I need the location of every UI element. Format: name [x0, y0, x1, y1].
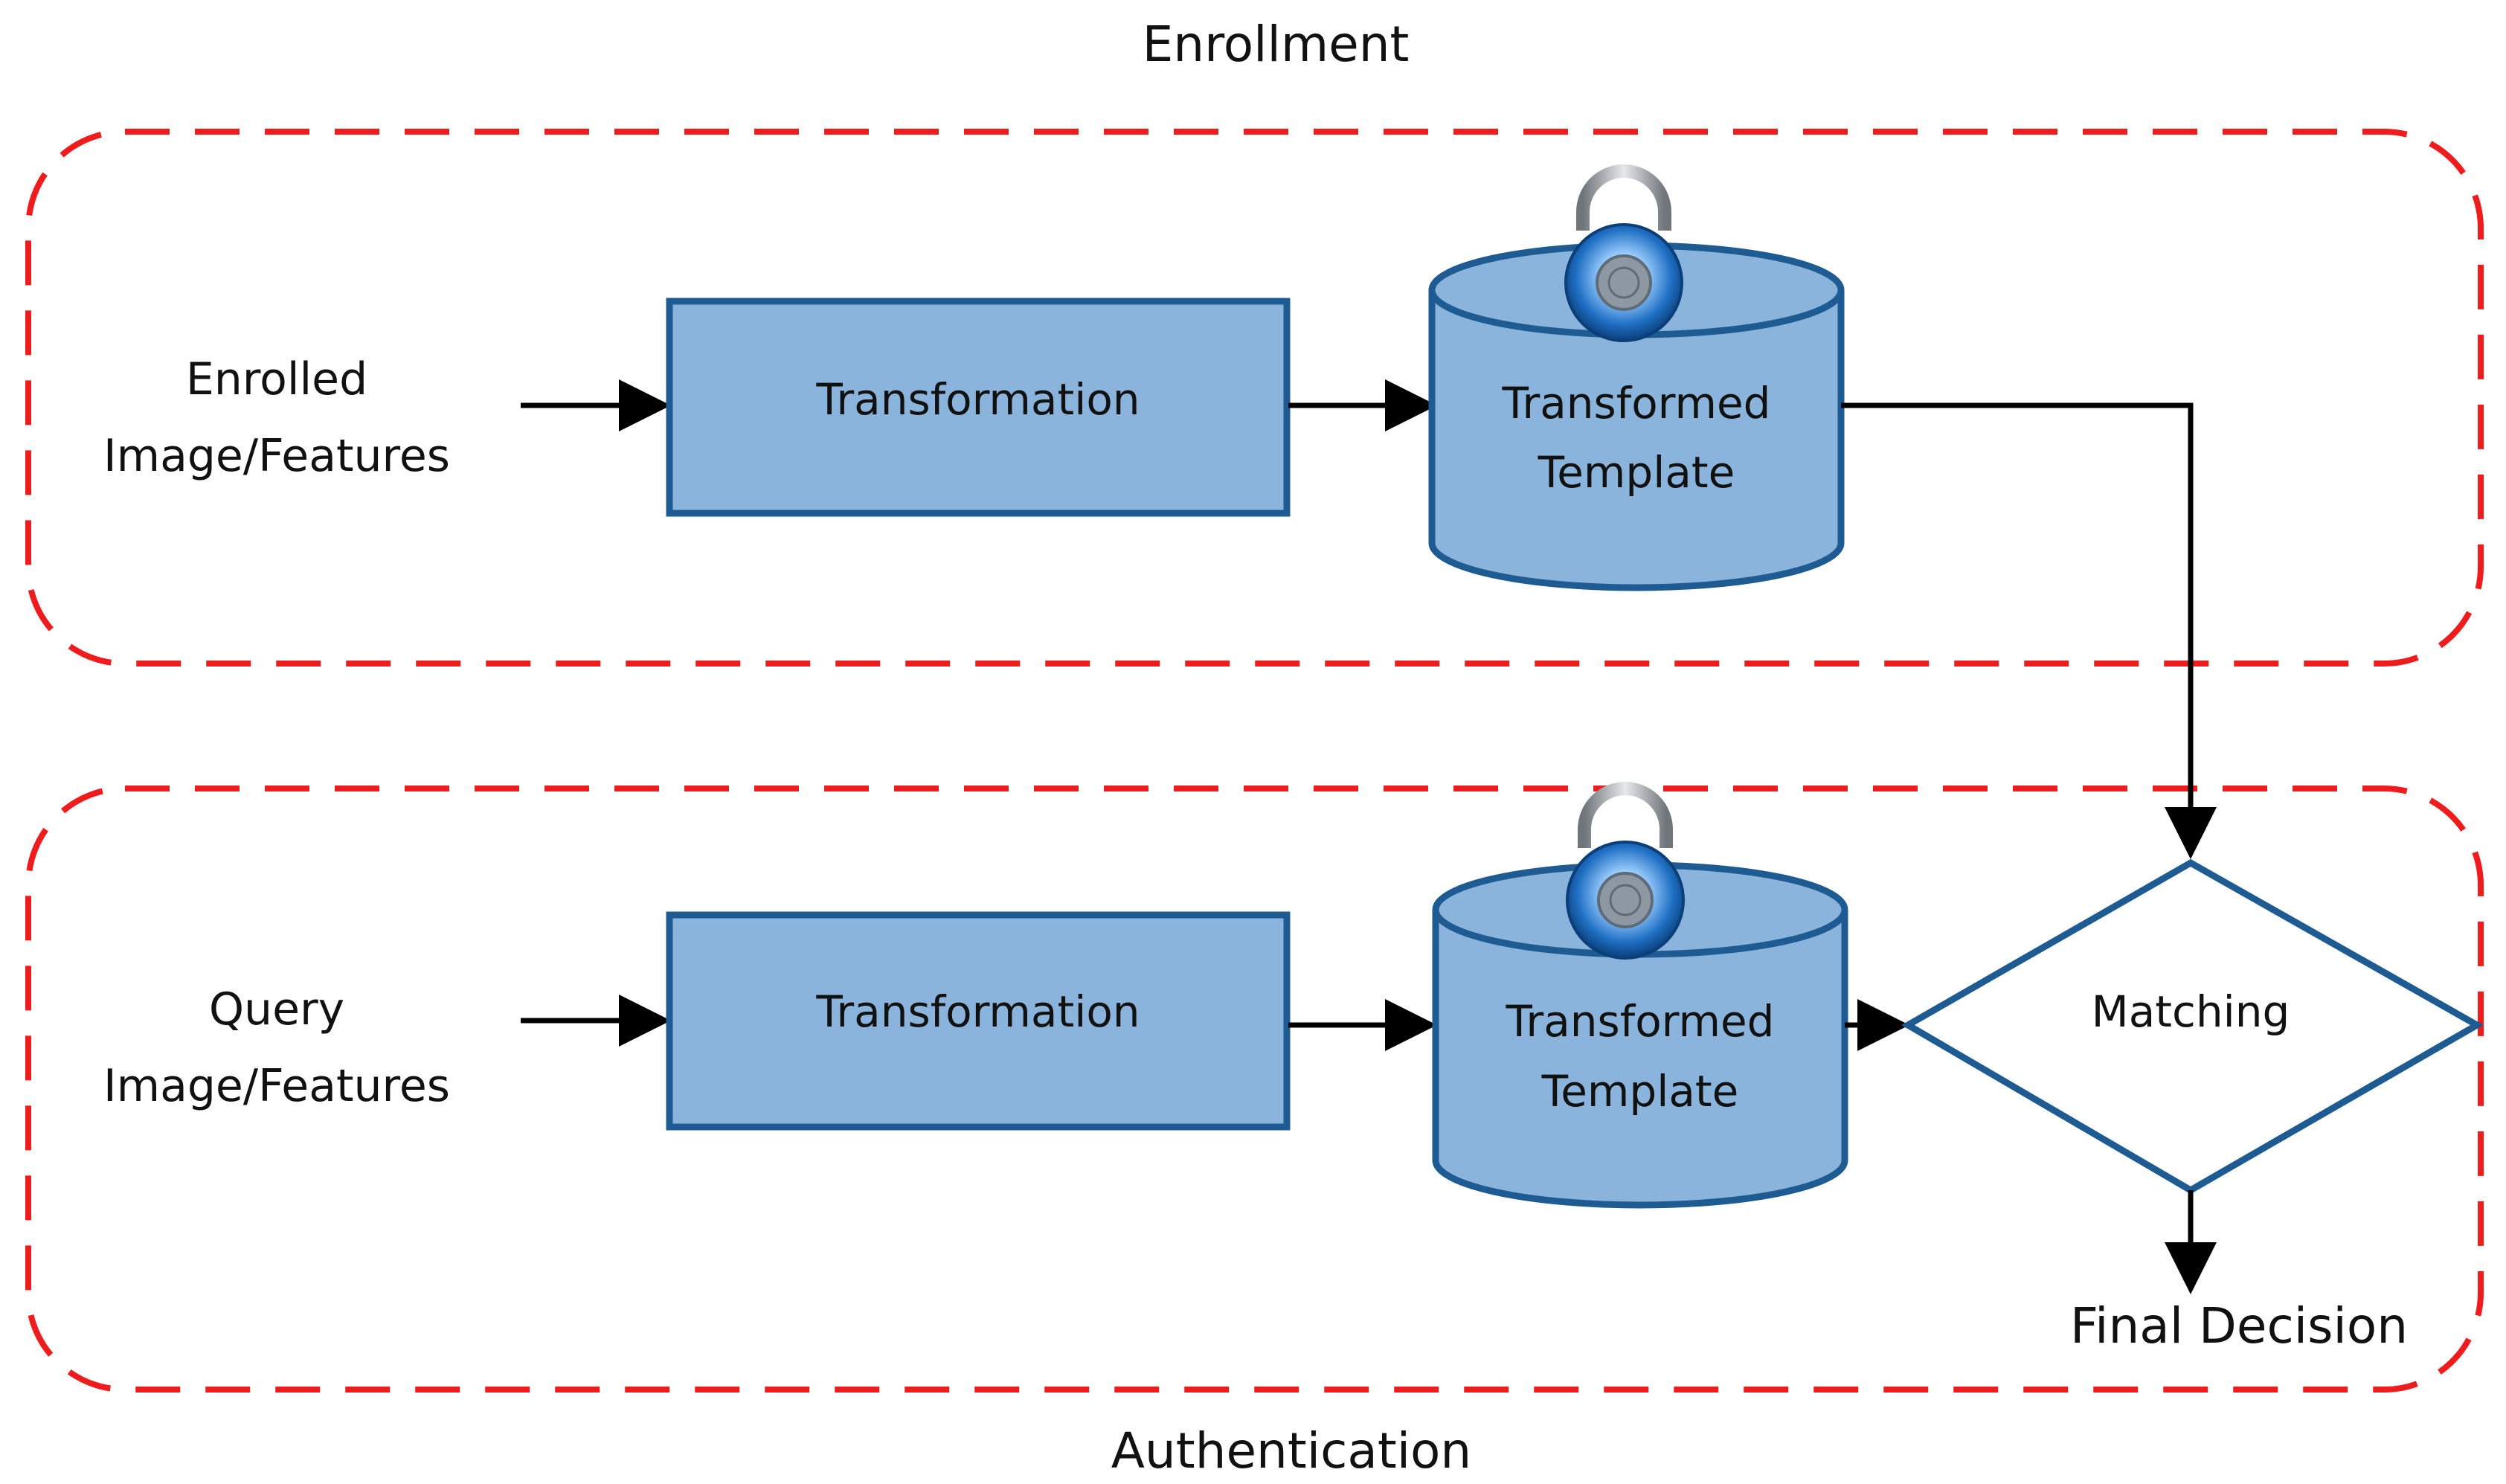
authentication-title: Authentication — [1111, 1422, 1472, 1480]
enrollment-group-border — [25, 129, 2484, 666]
authentication-group-border — [25, 786, 2484, 1393]
matching-label: Matching — [2092, 986, 2290, 1037]
authentication-template-label-line1: Transformed — [1506, 996, 1775, 1047]
authentication-template-label-line2: Template — [1541, 1066, 1739, 1117]
authentication-transformation-box — [666, 911, 1291, 1131]
enrolled-input-label-line1: Enrolled — [186, 353, 367, 405]
final-decision-label: Final Decision — [2070, 1297, 2408, 1355]
enrollment-title: Enrollment — [1143, 16, 1410, 73]
padlock-icon — [1566, 782, 1685, 960]
enrollment-transformation-box — [666, 298, 1291, 517]
padlock-icon — [1564, 164, 1683, 342]
enrollment-template-label-line1: Transformed — [1502, 378, 1771, 428]
enrollment-template-label-line2: Template — [1538, 447, 1735, 498]
arrow-template-to-matching — [1841, 402, 2217, 859]
authentication-transformation-label: Transformation — [815, 986, 1140, 1037]
enrolled-input-label-line2: Image/Features — [103, 430, 450, 482]
enrollment-transformation-label: Transformation — [815, 374, 1140, 425]
query-input-label-line1: Query — [209, 983, 344, 1035]
query-input-label-line2: Image/Features — [103, 1060, 450, 1112]
